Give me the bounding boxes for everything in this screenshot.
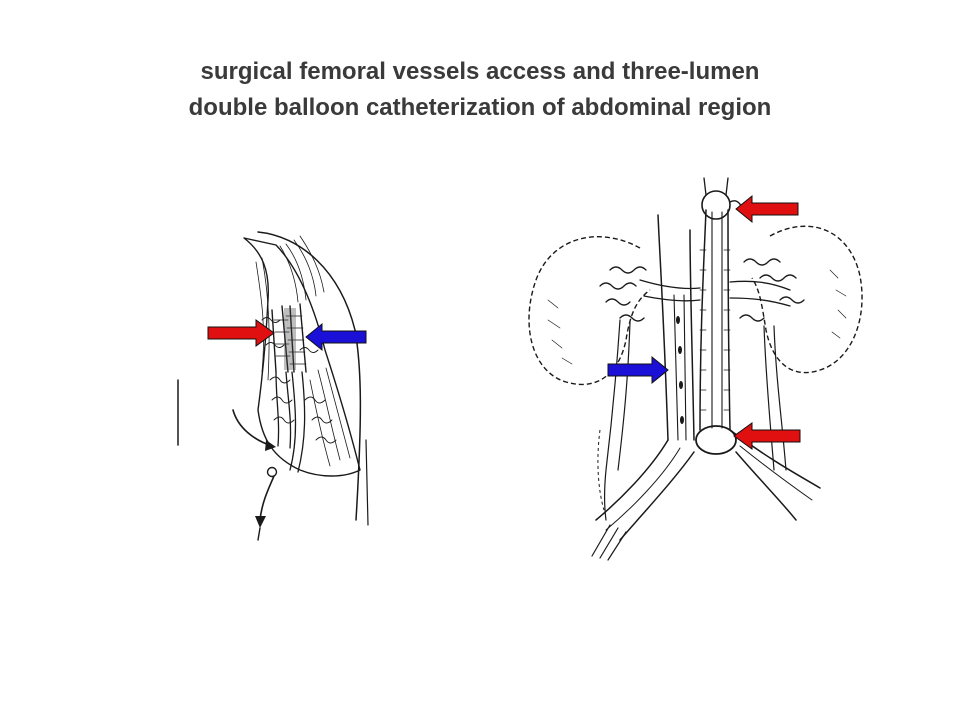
slide-title: surgical femoral vessels access and thre… bbox=[0, 54, 960, 126]
route-arrow-lower bbox=[259, 475, 275, 521]
tissue-hatching bbox=[255, 235, 351, 467]
lower-balloon bbox=[695, 425, 737, 455]
aorta bbox=[699, 209, 731, 431]
renal-vessels-left bbox=[599, 266, 701, 322]
kidney-hatching bbox=[547, 269, 847, 365]
route-arrow-tail bbox=[257, 527, 261, 541]
femoral-access-illustration bbox=[177, 231, 369, 541]
venous-pointer-arrow-left bbox=[305, 322, 367, 352]
page-edge-line bbox=[365, 439, 369, 526]
skin-flap bbox=[243, 237, 361, 477]
upper-balloon bbox=[701, 190, 731, 220]
arterial-pointer-arrow-lower bbox=[733, 422, 801, 450]
route-arrowhead-lower bbox=[255, 516, 266, 528]
vena-cava bbox=[657, 214, 695, 441]
catheter-hub bbox=[266, 466, 278, 478]
venous-pointer-arrow-right bbox=[607, 355, 669, 385]
thigh-contour bbox=[257, 231, 362, 521]
vessel-top bbox=[703, 177, 729, 196]
kidney-left bbox=[528, 236, 651, 386]
title-line-1: surgical femoral vessels access and thre… bbox=[200, 58, 760, 85]
iliac-bifurcation bbox=[595, 429, 821, 541]
route-arrowhead-upper bbox=[265, 440, 276, 451]
arterial-pointer-arrow-left bbox=[207, 319, 275, 347]
ureters bbox=[603, 319, 787, 521]
vein-shading bbox=[284, 308, 296, 370]
title-line-2: double balloon catheterization of abdomi… bbox=[188, 94, 772, 121]
renal-vessels-right bbox=[729, 258, 805, 322]
femoral-vessels bbox=[271, 303, 307, 373]
abdominal-vessels-illustration bbox=[528, 177, 863, 561]
kidney-right bbox=[751, 225, 863, 374]
dashed-outline bbox=[597, 429, 605, 511]
catheter-tubes bbox=[275, 371, 306, 473]
arterial-pointer-arrow-upper bbox=[735, 194, 799, 224]
catheters-exit bbox=[591, 524, 627, 561]
